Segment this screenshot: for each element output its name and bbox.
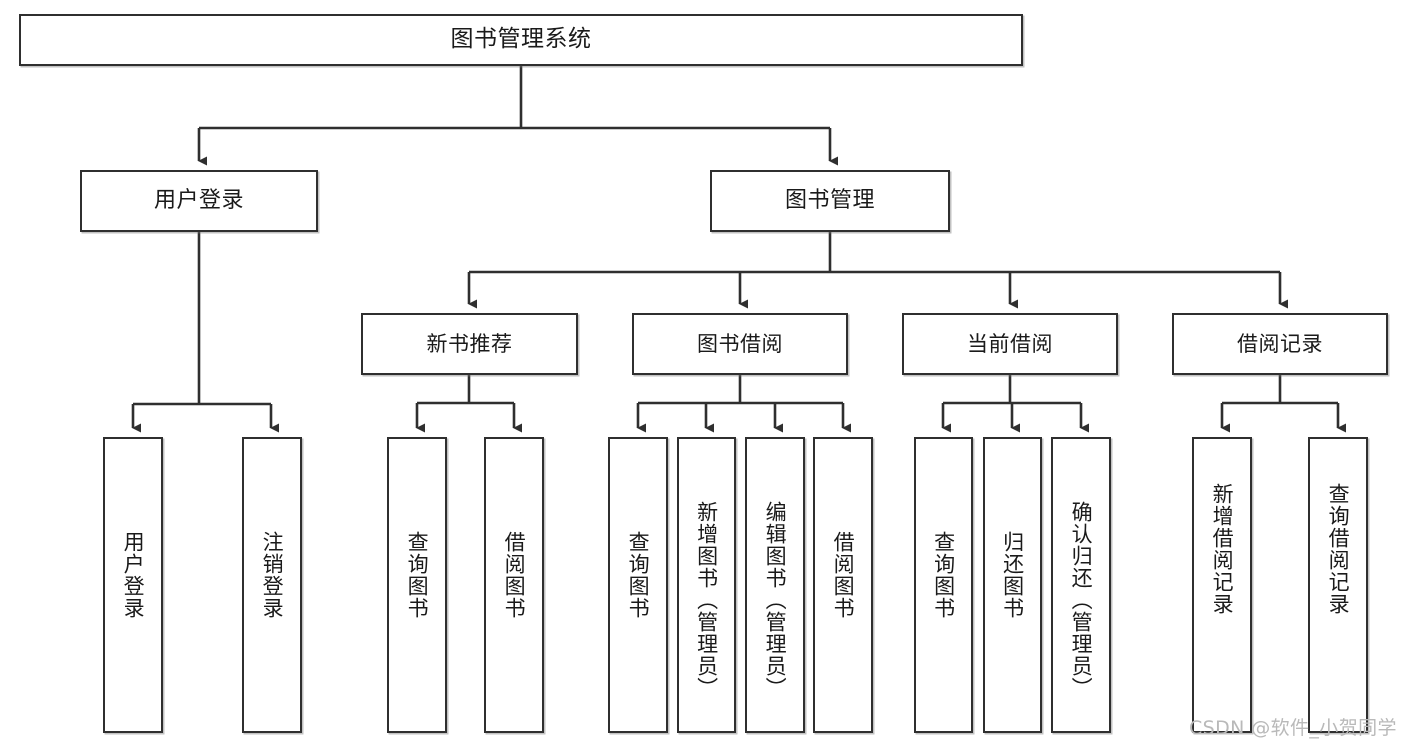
node-label: 归还图书 [1000, 531, 1025, 619]
node-new-book-recommend[interactable]: 新书推荐 [361, 313, 578, 375]
node-label: 新增借阅记录 [1210, 483, 1235, 615]
node-user-login[interactable]: 用户登录 [80, 170, 318, 232]
node-label: 借阅图书 [831, 531, 856, 619]
node-label: 确认归还（管理员） [1069, 501, 1094, 699]
node-label: 查询图书 [931, 531, 956, 619]
node-book-borrow[interactable]: 图书借阅 [632, 313, 848, 375]
leaf-book-borrow-add-admin[interactable]: 新增图书（管理员） [677, 437, 736, 733]
node-label: 图书借阅 [697, 331, 783, 356]
node-book-management[interactable]: 图书管理 [710, 170, 950, 232]
leaf-new-book-query[interactable]: 查询图书 [387, 437, 447, 733]
node-label: 图书管理系统 [450, 26, 592, 53]
node-label: 用户登录 [121, 531, 146, 619]
leaf-book-borrow-edit-admin[interactable]: 编辑图书（管理员） [745, 437, 805, 733]
node-label: 查询借阅记录 [1326, 483, 1351, 615]
leaf-borrow-record-query[interactable]: 查询借阅记录 [1308, 437, 1368, 733]
node-borrow-record[interactable]: 借阅记录 [1172, 313, 1388, 375]
leaf-current-borrow-return[interactable]: 归还图书 [983, 437, 1042, 733]
node-label: 新书推荐 [426, 331, 513, 356]
node-label: 用户登录 [153, 187, 244, 213]
node-label: 借阅图书 [502, 531, 527, 619]
node-label: 编辑图书（管理员） [763, 501, 788, 699]
node-label: 图书管理 [784, 187, 875, 213]
node-root-book-management-system[interactable]: 图书管理系统 [19, 14, 1023, 66]
node-label: 查询图书 [405, 531, 430, 619]
node-label: 借阅记录 [1237, 331, 1323, 356]
node-label: 新增图书（管理员） [694, 501, 719, 699]
leaf-borrow-record-add[interactable]: 新增借阅记录 [1192, 437, 1252, 733]
leaf-user-login-login[interactable]: 用户登录 [103, 437, 163, 733]
node-current-borrow[interactable]: 当前借阅 [902, 313, 1118, 375]
node-label: 注销登录 [260, 531, 285, 619]
node-label: 查询图书 [626, 531, 651, 619]
leaf-book-borrow-query[interactable]: 查询图书 [608, 437, 668, 733]
leaf-book-borrow-borrow[interactable]: 借阅图书 [813, 437, 873, 733]
csdn-watermark: CSDN @软件_小贺同学 [1189, 717, 1397, 739]
leaf-new-book-borrow[interactable]: 借阅图书 [484, 437, 544, 733]
leaf-current-borrow-query[interactable]: 查询图书 [914, 437, 973, 733]
leaf-user-login-logout[interactable]: 注销登录 [242, 437, 302, 733]
leaf-current-borrow-confirm-return-admin[interactable]: 确认归还（管理员） [1051, 437, 1111, 733]
node-label: 当前借阅 [967, 331, 1053, 356]
